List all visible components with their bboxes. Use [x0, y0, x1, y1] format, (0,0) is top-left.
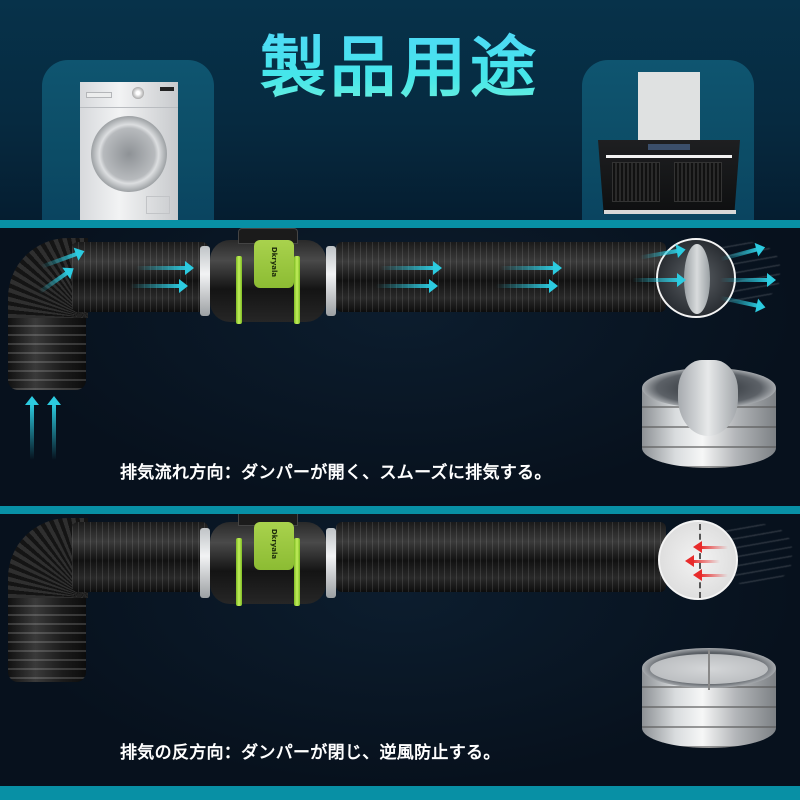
damper-flap-open	[678, 360, 738, 436]
backflow-arrow-icon	[693, 541, 728, 553]
washer-display	[160, 87, 174, 91]
fan-collar-left	[200, 528, 210, 598]
inline-duct-fan: Dkryala	[200, 514, 336, 618]
fan-label-plate: Dkryala	[254, 522, 294, 570]
damper-product-open	[642, 360, 776, 478]
flow-arrow-icon	[136, 261, 194, 275]
damper-product-closed	[642, 648, 776, 758]
duct-horizontal-left	[72, 242, 208, 312]
caption-exhaust-direction: 排気流れ方向：ダンパーが開く、スムーズに排気する。	[120, 463, 552, 483]
fan-clip-right	[294, 256, 300, 324]
page-title: 製品用途	[0, 28, 800, 108]
flow-arrow-icon	[496, 279, 558, 293]
washer-detergent-drawer	[86, 92, 112, 98]
fan-brand-label: Dkryala	[270, 528, 278, 560]
flow-arrow-icon	[130, 279, 188, 293]
caption-reverse-direction: 排気の反方向：ダンパーが閉じ、逆風防止する。	[120, 743, 501, 763]
hood-grill-left	[612, 162, 660, 202]
flow-arrow-icon	[376, 279, 438, 293]
inline-duct-fan: Dkryala	[200, 228, 336, 336]
panel-reverse-direction: Dkryala	[0, 514, 800, 786]
fan-clip-left	[236, 538, 242, 606]
application-card-washing-machine	[42, 60, 214, 220]
divider-band	[0, 506, 800, 514]
header-section: 製品用途	[0, 0, 800, 220]
washing-machine-icon	[80, 82, 178, 220]
washer-knob-icon	[132, 87, 144, 99]
fan-clip-left	[236, 256, 242, 324]
duct-horizontal-right	[336, 522, 666, 592]
fan-collar-left	[200, 246, 210, 316]
application-card-range-hood	[582, 60, 754, 220]
fan-collar-right	[326, 246, 336, 316]
flow-arrow-icon	[500, 261, 562, 275]
duct-horizontal-right	[336, 242, 666, 312]
divider-band	[0, 220, 800, 228]
fan-brand-label: Dkryala	[270, 246, 278, 278]
flow-arrow-icon	[632, 273, 686, 287]
hood-display	[648, 144, 690, 150]
footer-band	[0, 786, 800, 800]
washer-control-panel	[80, 82, 178, 108]
fan-collar-right	[326, 528, 336, 598]
hood-base	[604, 210, 736, 214]
fan-label-plate: Dkryala	[254, 240, 294, 288]
hood-chimney	[638, 72, 700, 140]
panel-exhaust-direction: Dkryala	[0, 228, 800, 506]
damper-flap-closed	[650, 650, 768, 690]
flow-arrow-icon	[720, 273, 776, 287]
hood-grill-right	[674, 162, 722, 202]
fan-clip-right	[294, 538, 300, 606]
washer-door-icon	[91, 116, 167, 192]
washer-filter-door	[146, 196, 170, 214]
damper-flap-open	[684, 244, 710, 314]
flow-arrow-up-icon	[25, 396, 39, 460]
duct-horizontal-left	[72, 522, 208, 592]
backflow-arrow-icon	[685, 555, 720, 567]
flow-arrow-icon	[380, 261, 442, 275]
hood-light-strip	[606, 155, 732, 158]
flow-arrow-up-icon	[47, 396, 61, 460]
backflow-arrow-icon	[693, 569, 728, 581]
damper-closed-view	[658, 520, 738, 600]
